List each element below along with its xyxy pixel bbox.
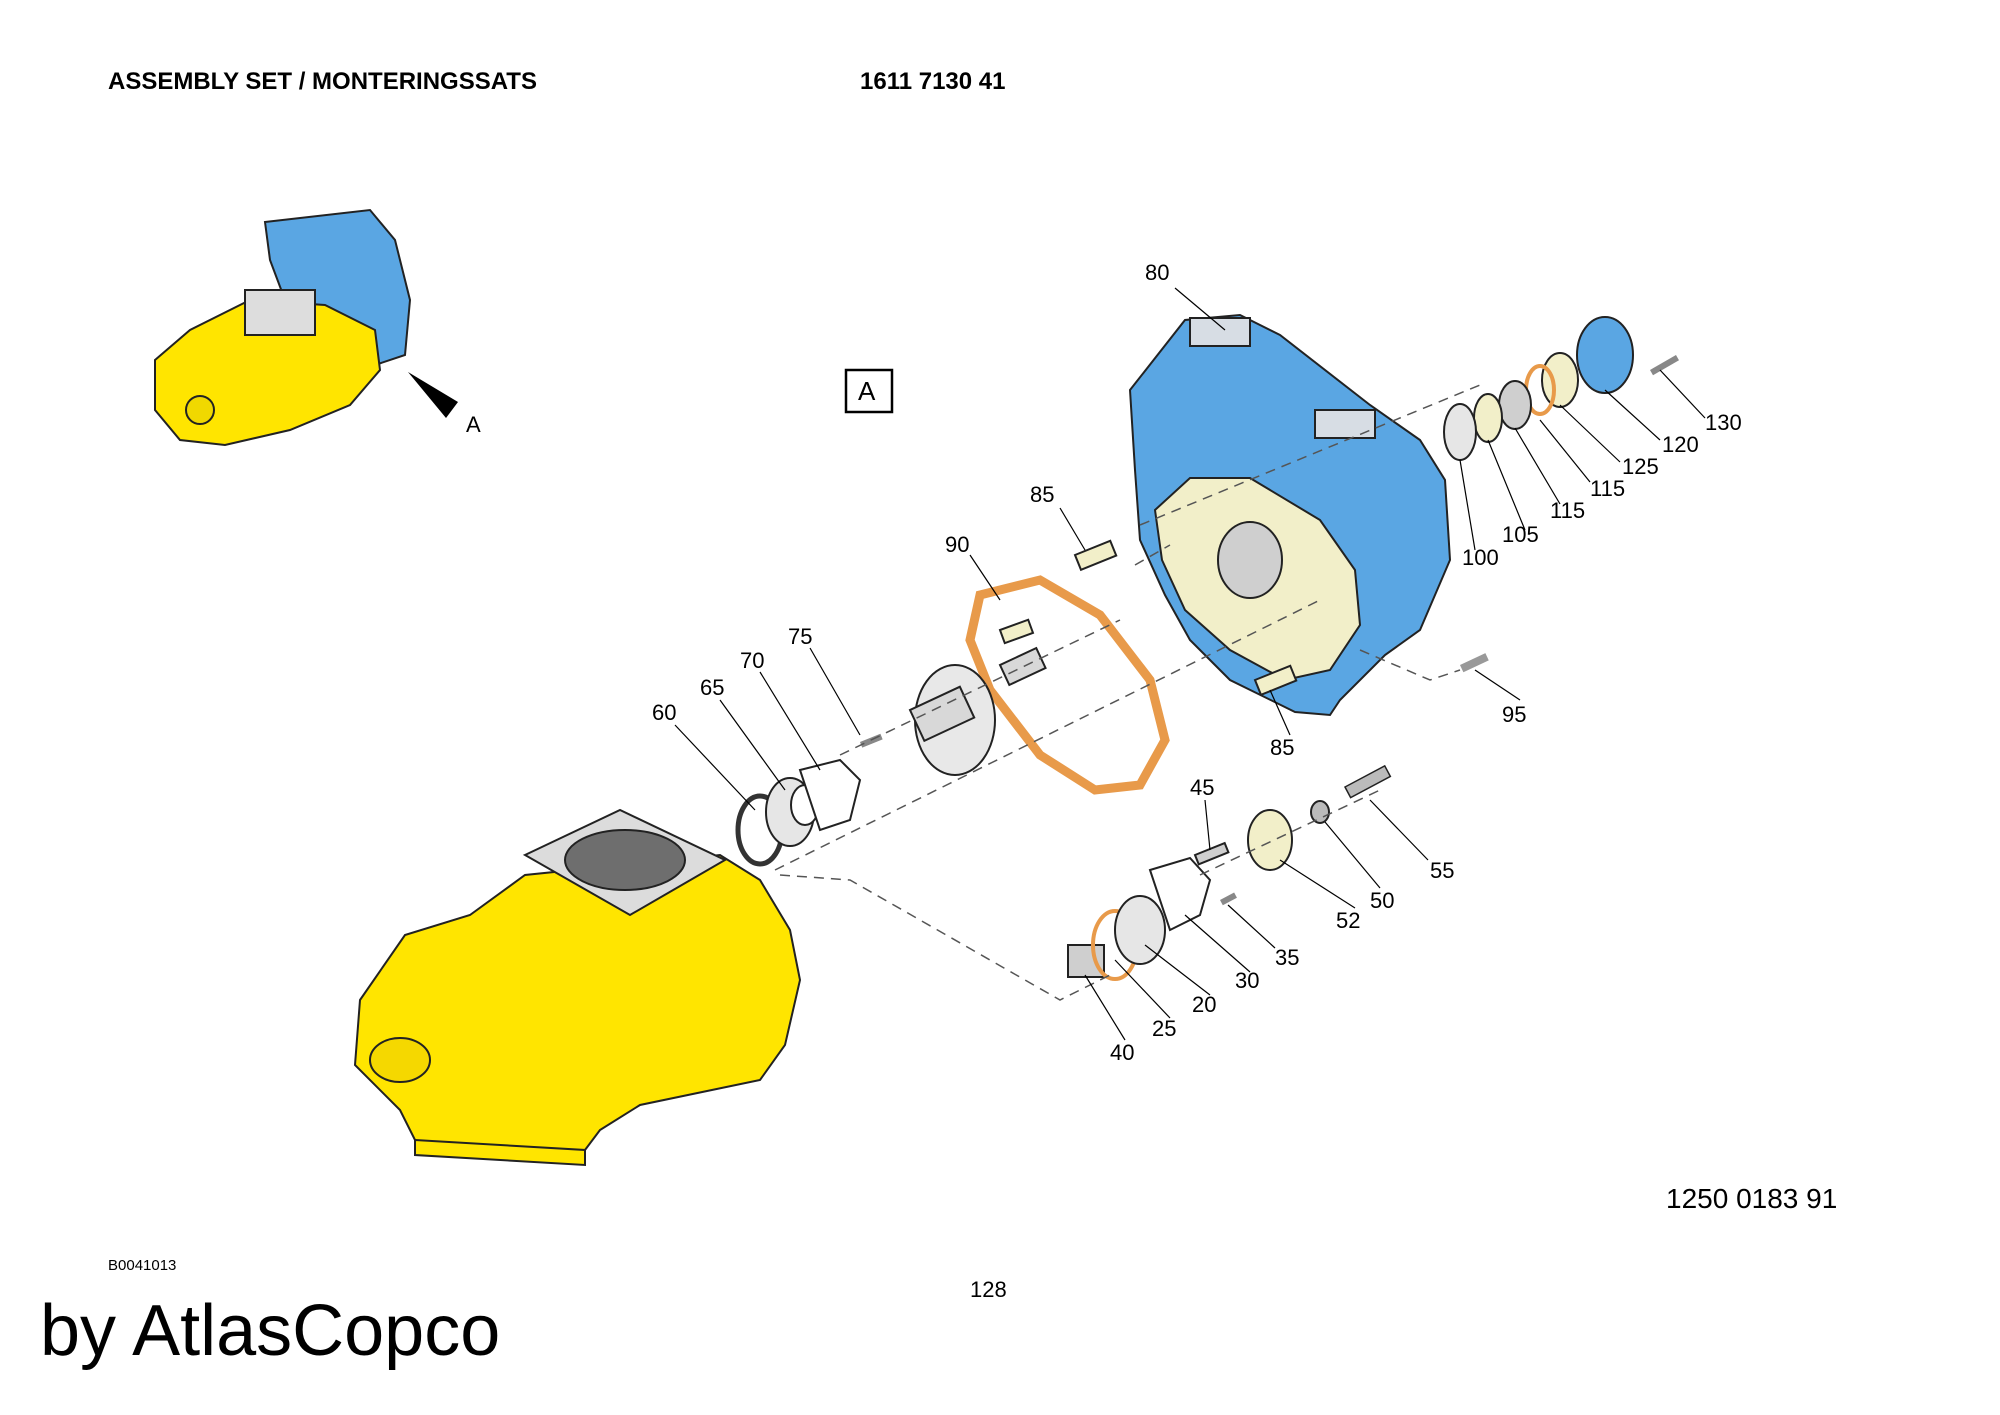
gear-shaft — [908, 646, 1047, 776]
document-title: ASSEMBLY SET / MONTERINGSSATS — [108, 68, 537, 95]
callout-115-a: 115 — [1590, 476, 1625, 501]
dowel-pin-upper — [1073, 539, 1118, 572]
callout-55: 55 — [1430, 858, 1454, 883]
callout-120: 120 — [1662, 432, 1699, 457]
callout-40: 40 — [1110, 1040, 1134, 1065]
callout-100: 100 — [1462, 545, 1499, 570]
bearing-group-left — [735, 758, 862, 867]
overview-inlet-port — [244, 289, 316, 336]
callout-130: 130 — [1705, 410, 1742, 435]
callout-50: 50 — [1370, 888, 1394, 913]
callout-30: 30 — [1235, 968, 1259, 993]
callout-115-b: 115 — [1550, 498, 1585, 523]
callout-70: 70 — [740, 648, 764, 673]
compressor-block — [353, 808, 802, 1167]
housing-bore — [1217, 521, 1283, 599]
callout-65: 65 — [700, 675, 724, 700]
callout-35: 35 — [1275, 945, 1299, 970]
dowel-pin-lower — [1253, 664, 1298, 697]
callout-95: 95 — [1502, 702, 1526, 727]
page-number: 128 — [970, 1277, 1007, 1302]
gear-housing — [1128, 313, 1452, 717]
part-number: 1611 7130 41 — [860, 68, 1006, 95]
gasket — [965, 575, 1170, 795]
callout-90: 90 — [945, 532, 969, 557]
brand-watermark: by AtlasCopco — [40, 1291, 501, 1371]
callout-45: 45 — [1190, 775, 1214, 800]
callouts: 80 130 120 125 115 115 105 100 85 90 75 … — [652, 260, 1742, 1065]
view-arrow-label: A — [466, 412, 481, 437]
view-label: A — [858, 376, 876, 406]
compressor-inlet-port — [564, 829, 686, 891]
callout-80: 80 — [1145, 260, 1169, 285]
view-arrow-icon — [408, 372, 458, 418]
callout-25: 25 — [1152, 1016, 1176, 1041]
key — [998, 618, 1035, 645]
callout-125: 125 — [1622, 454, 1659, 479]
bearing-stack — [1443, 316, 1679, 461]
key-small — [1193, 841, 1230, 866]
callout-20: 20 — [1192, 992, 1216, 1017]
callout-60: 60 — [652, 700, 676, 725]
callout-75: 75 — [788, 624, 812, 649]
assembly-axes — [774, 384, 1481, 1001]
leader-lines — [674, 287, 1706, 1041]
callout-52: 52 — [1336, 908, 1360, 933]
overview-shaft — [185, 395, 215, 425]
compressor-shaft — [369, 1037, 431, 1083]
pinion-group — [1067, 764, 1392, 981]
view-label-box — [844, 368, 894, 414]
figure-code: B0041013 — [108, 1257, 177, 1274]
callout-85-upper: 85 — [1030, 482, 1054, 507]
callout-105: 105 — [1502, 522, 1539, 547]
callout-85-lower: 85 — [1270, 735, 1294, 760]
overview-blue-housing — [263, 208, 412, 367]
overview-assembly — [154, 208, 458, 447]
drawing-number: 1250 0183 91 — [1666, 1183, 1838, 1214]
